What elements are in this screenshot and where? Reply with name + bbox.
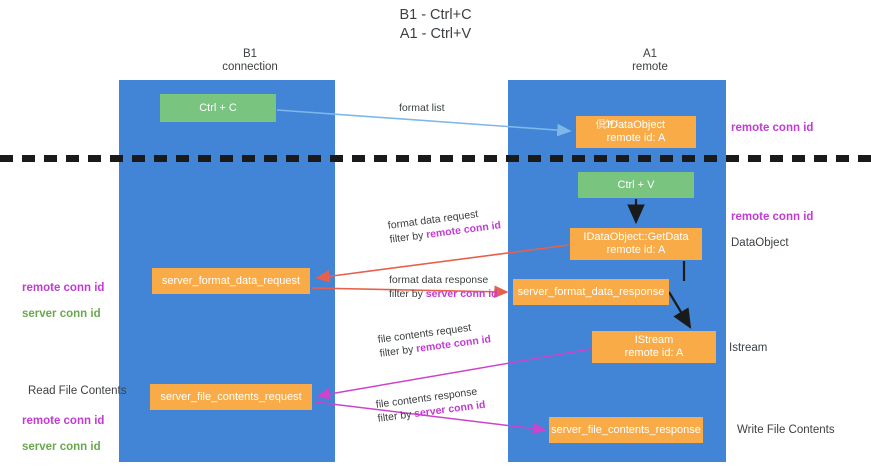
side-label-remote-conn-id-top: remote conn id <box>731 122 814 134</box>
side-label-left-conn-ids-bottom: remote conn id server conn id <box>22 402 104 467</box>
node-server-file-contents-response[interactable]: server_file_contents_response <box>549 417 703 443</box>
filter-prefix: filter by <box>378 343 417 360</box>
filter-key-server-conn-id: server conn id <box>425 288 498 300</box>
side-label-left-server-conn-id: server conn id <box>22 308 101 320</box>
side-label-left-remote-conn-id: remote conn id <box>22 282 105 294</box>
node-idataobject-label: IDataObject remote id: A <box>596 119 666 145</box>
side-label-istream: Istream <box>729 342 768 354</box>
node-ctrl-v[interactable]: Ctrl + V <box>578 172 694 198</box>
side-label-write-file-contents: Write File Contents <box>737 424 835 436</box>
side-label-left-conn-ids-top: remote conn id server conn id <box>22 269 104 334</box>
side-label-remote-conn-id-mid: remote conn id <box>731 211 814 223</box>
page-title: B1 - Ctrl+C A1 - Ctrl+V <box>399 7 472 42</box>
edge-label-format-data-response-text: format data response <box>389 274 489 286</box>
node-istream[interactable]: IStream remote id: A <box>592 331 716 363</box>
node-server-file-contents-request[interactable]: server_file_contents_request <box>150 384 312 410</box>
node-ctrl-c[interactable]: Ctrl + C <box>160 94 276 122</box>
filter-prefix: filter by <box>389 288 426 300</box>
edge-label-format-data-response: format data response filter by server co… <box>389 273 498 301</box>
node-server-format-data-request[interactable]: server_format_data_request <box>152 268 310 294</box>
side-label-read-file-contents: Read File Contents <box>28 385 127 397</box>
phase-separator <box>0 155 871 162</box>
edge-label-format-data-request: format data request filter by remote con… <box>387 204 502 246</box>
side-label-dataobject: DataObject <box>731 237 789 249</box>
side-label-left-remote-conn-id-2: remote conn id <box>22 415 105 427</box>
column-header-b1: B1 connection <box>222 48 278 73</box>
side-label-left-server-conn-id-2: server conn id <box>22 441 101 453</box>
node-server-format-data-response[interactable]: server_format_data_response <box>513 279 669 305</box>
filter-prefix: filter by <box>376 408 415 425</box>
filter-prefix: filter by <box>388 229 427 246</box>
column-header-a1: A1 remote <box>632 48 668 73</box>
edge-label-file-contents-request: file contents request filter by remote c… <box>377 318 492 360</box>
edge-label-file-contents-response: file contents response filter by server … <box>375 384 486 426</box>
node-idataobject[interactable]: IDataObject remote id: A <box>576 116 696 148</box>
edge-label-format-list: format list <box>399 102 445 114</box>
node-idataobject-getdata[interactable]: IDataObject::GetData remote id: A <box>570 228 702 260</box>
edge-label-format-data-response-filter: filter by server conn id <box>389 287 498 301</box>
